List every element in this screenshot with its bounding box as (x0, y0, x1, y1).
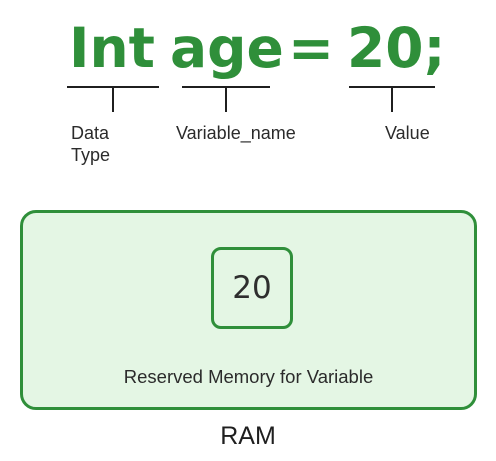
code-assignment-operator: = (288, 16, 335, 80)
data-type-label-line1: Data (71, 123, 110, 143)
data-type-label-line2: Type (71, 145, 111, 165)
code-statement: Int age = 20; (0, 8, 496, 88)
code-value: 20; (347, 16, 446, 80)
data-type-bracket (67, 86, 159, 112)
bracket-vertical (391, 86, 393, 112)
variable-name-bracket (182, 86, 270, 112)
bracket-vertical (112, 86, 114, 112)
memory-cell: 20 (211, 247, 293, 329)
value-label: Value (385, 123, 430, 143)
value-bracket (349, 86, 435, 112)
bracket-vertical (225, 86, 227, 112)
reserved-memory-caption: Reserved Memory for Variable (123, 366, 374, 387)
variable-name-label: Variable_name (176, 123, 296, 143)
code-variable-name: age (170, 16, 284, 80)
code-type-keyword: Int (69, 16, 155, 80)
ram-label: RAM (220, 422, 276, 450)
